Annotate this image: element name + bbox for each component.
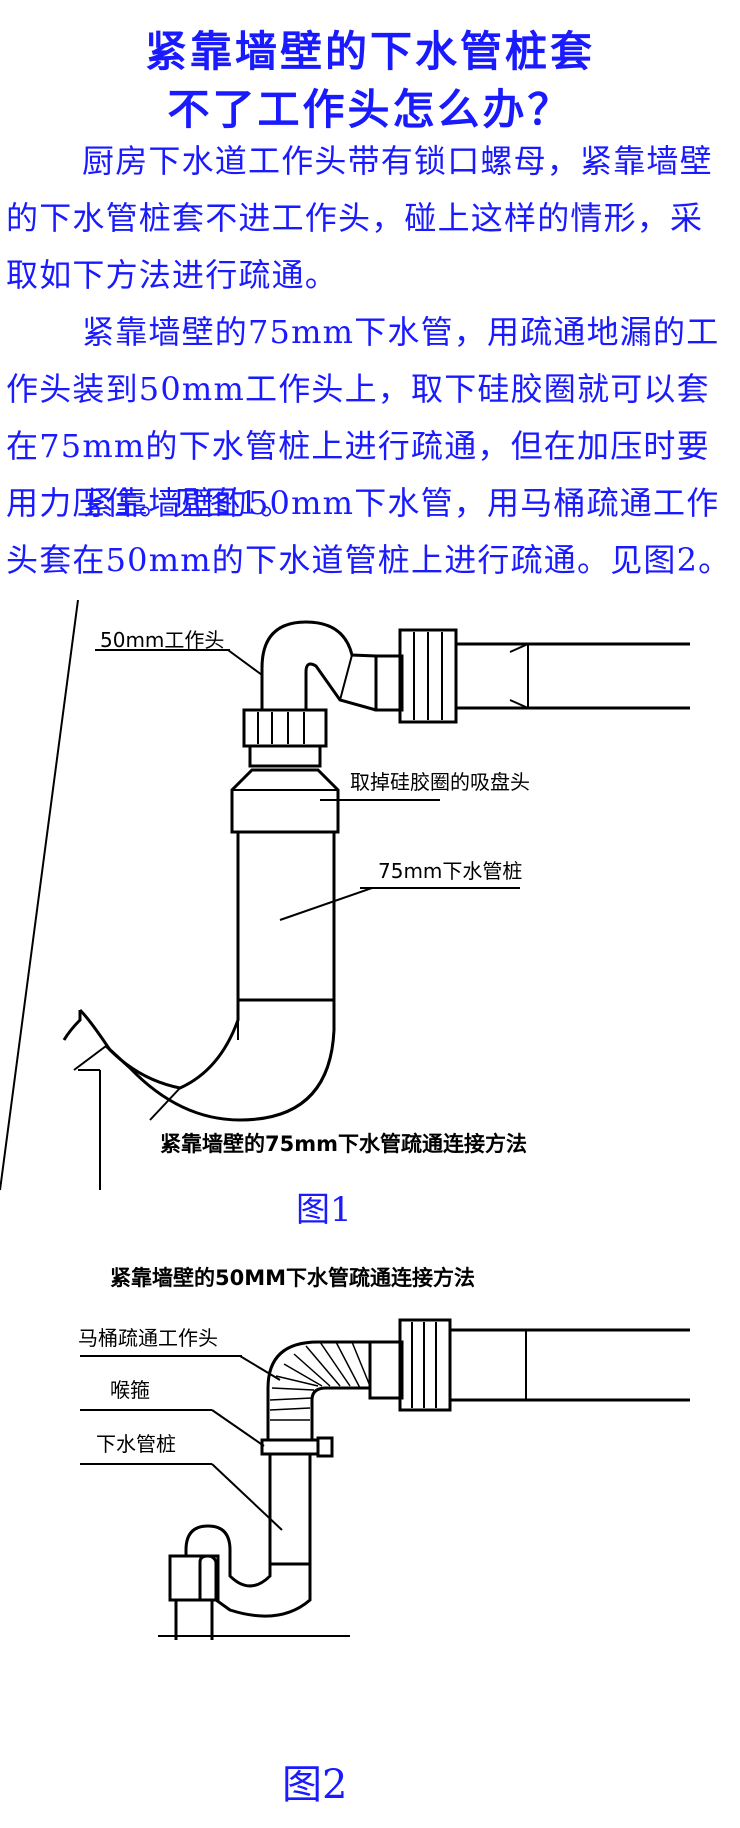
figure-1-caption: 紧靠墙壁的75mm下水管疏通连接方法 xyxy=(160,1132,527,1156)
label-pipe-stub: 下水管桩 xyxy=(96,1432,176,1456)
label-75mm-pipe: 75mm下水管桩 xyxy=(378,859,523,883)
figure-1-number: 图1 xyxy=(296,1190,352,1230)
figure-2-caption: 紧靠墙壁的50MM下水管疏通连接方法 xyxy=(110,1266,476,1290)
label-clamp: 喉箍 xyxy=(110,1378,150,1402)
label-50mm-head: 50mm工作头 xyxy=(100,628,225,652)
title-line-1: 紧靠墙壁的下水管桩套 xyxy=(144,27,595,76)
paragraph-1: 厨房下水道工作头带有锁口螺母，紧靠墙壁的下水管桩套不进工作头，碰上这样的情形，采… xyxy=(6,142,713,294)
paragraph-3: 紧靠墙壁的50mm下水管，用马桶疏通工作头套在50mm的下水道管桩上进行疏通。见… xyxy=(6,484,732,579)
paragraph-2: 紧靠墙壁的75mm下水管，用疏通地漏的工作头装到50mm工作头上，取下硅胶圈就可… xyxy=(6,313,720,522)
figure-1-drawing xyxy=(0,600,690,1191)
figure-2-drawing xyxy=(80,1318,690,1640)
label-toilet-head: 马桶疏通工作头 xyxy=(78,1326,218,1350)
title-line-2: 不了工作头怎么办？ xyxy=(167,85,573,134)
label-suction-head: 取掉硅胶圈的吸盘头 xyxy=(350,770,530,794)
figure-2-number: 图2 xyxy=(282,1762,348,1808)
